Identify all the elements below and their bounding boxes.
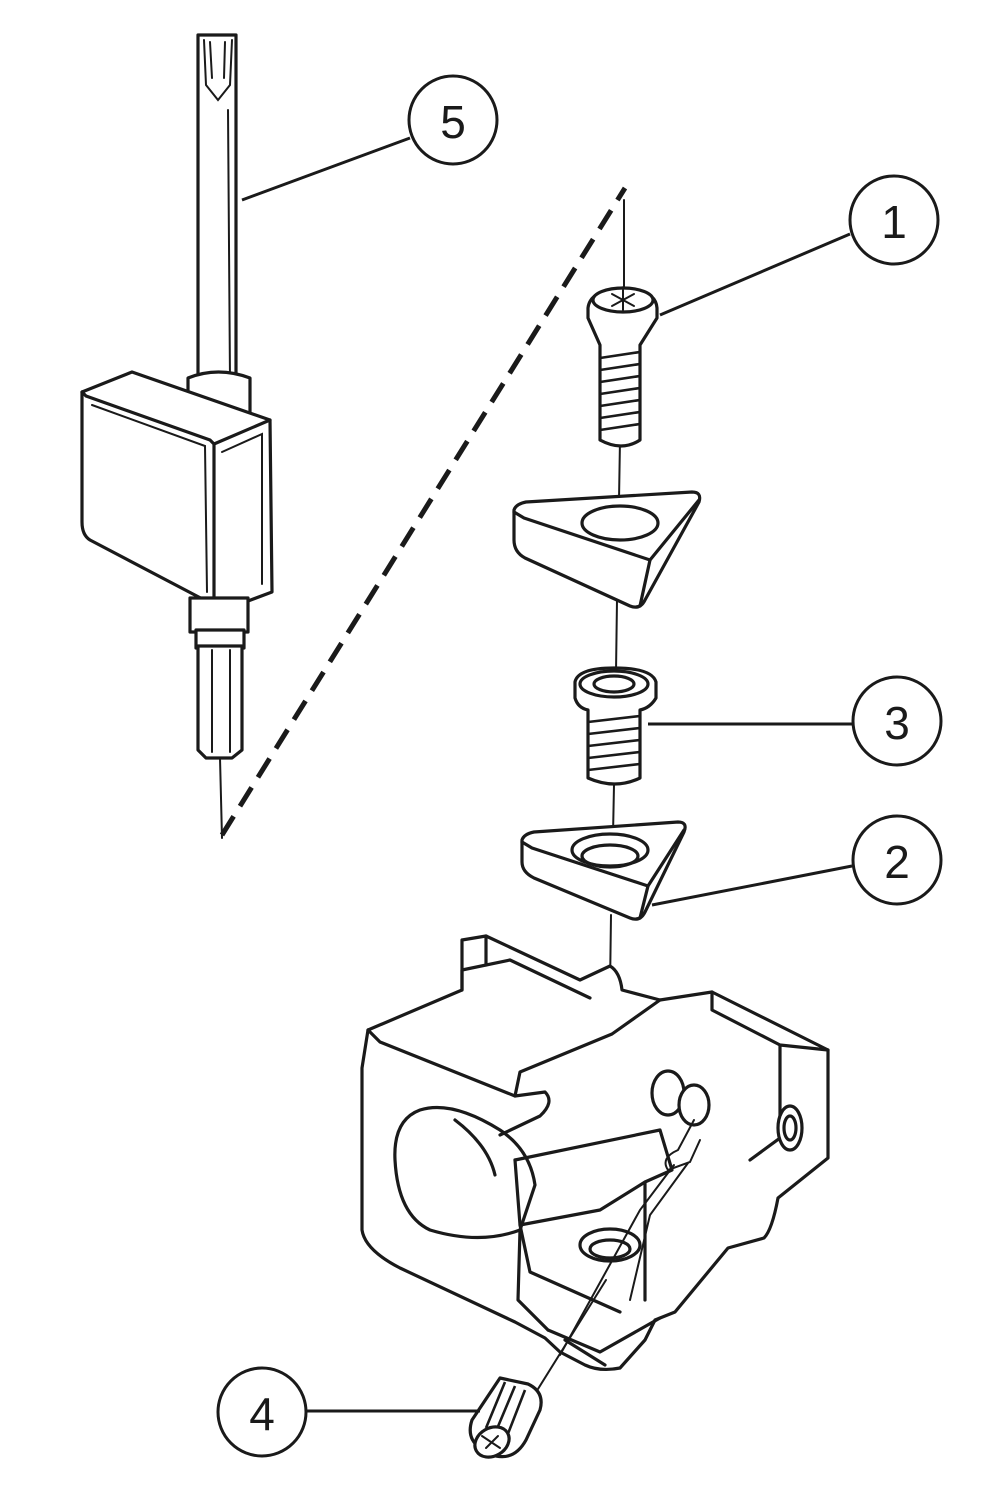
torx-key — [80, 33, 274, 839]
callout-label: 1 — [881, 196, 907, 248]
callout-label: 5 — [440, 96, 466, 148]
leader-line-5 — [241, 136, 411, 202]
insert-screw — [586, 286, 659, 448]
callout-1: 1 — [848, 174, 940, 266]
axis-line — [618, 439, 621, 501]
set-screw — [468, 1279, 607, 1459]
callout-5: 5 — [407, 74, 499, 166]
callout-2: 2 — [851, 814, 943, 906]
callout-label: 3 — [884, 697, 910, 749]
leader-line-1 — [659, 232, 851, 317]
tool-holder-body — [360, 934, 830, 1372]
cutting-insert — [512, 490, 702, 609]
callout-4: 4 — [216, 1366, 308, 1458]
axis-line — [615, 599, 618, 673]
shim — [520, 820, 687, 921]
shim-screw — [573, 666, 658, 786]
leader-line-2 — [651, 864, 853, 907]
callout-label: 2 — [884, 836, 910, 888]
callout-label: 4 — [249, 1388, 275, 1440]
callout-3: 3 — [851, 675, 943, 767]
dashed-guide-line — [219, 186, 628, 837]
